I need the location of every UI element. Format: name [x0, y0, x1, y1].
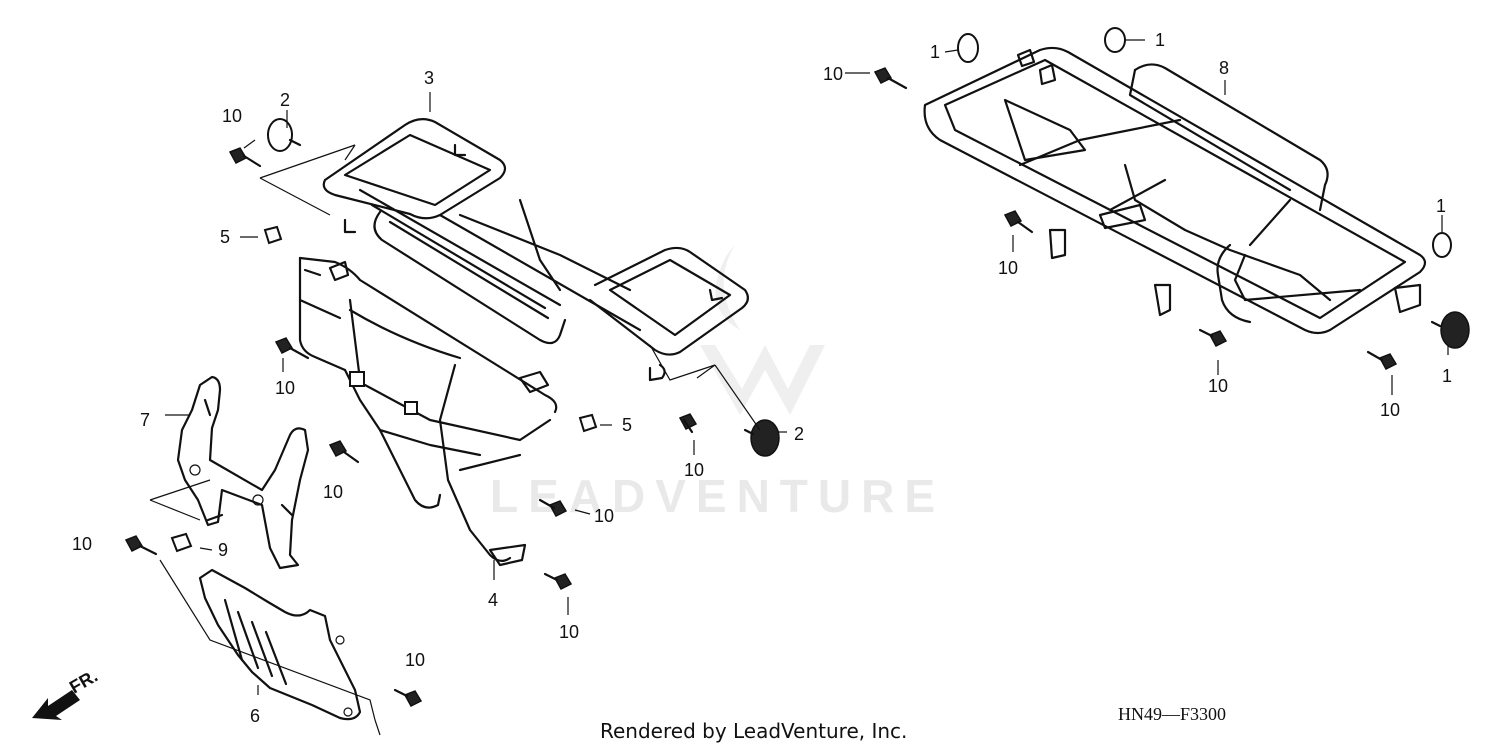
callout-10: 10 — [998, 258, 1018, 278]
reflector-icon — [743, 419, 780, 457]
callout-10: 10 — [323, 482, 343, 502]
callout-2: 2 — [280, 90, 290, 110]
rear-carrier-part-3 — [322, 118, 749, 382]
bolt-icon — [873, 67, 908, 90]
callout-10: 10 — [1380, 400, 1400, 420]
collar-icon — [170, 532, 193, 553]
bolt-icon — [538, 498, 568, 517]
bolt-icon — [1366, 350, 1398, 370]
grommet-icon — [1104, 27, 1126, 53]
skid-plate-part-6 — [198, 568, 362, 721]
callout-6: 6 — [250, 706, 260, 726]
callout-5: 5 — [622, 415, 632, 435]
callout-5: 5 — [220, 227, 230, 247]
bolt-icon — [678, 413, 698, 434]
bolt-icon — [274, 337, 310, 360]
diagram-code: HN49—F3300 — [1118, 704, 1226, 724]
callout-10: 10 — [222, 106, 242, 126]
callout-10: 10 — [594, 506, 614, 526]
bolt-icon — [543, 572, 573, 590]
callout-1: 1 — [1442, 366, 1452, 386]
front-guard-part-4 — [298, 256, 558, 567]
callout-10: 10 — [684, 460, 704, 480]
callout-8: 8 — [1219, 58, 1229, 78]
arrow-icon — [32, 690, 80, 720]
callout-2: 2 — [794, 424, 804, 444]
callout-10: 10 — [559, 622, 579, 642]
bolt-icon — [124, 535, 158, 556]
bracket-part-7 — [176, 375, 310, 570]
callout-7: 7 — [140, 410, 150, 430]
clip-icon — [263, 225, 283, 245]
reflector-icon — [1430, 311, 1470, 349]
callout-10: 10 — [275, 378, 295, 398]
callout-1: 1 — [930, 42, 940, 62]
callout-4: 4 — [488, 590, 498, 610]
fasteners — [124, 27, 1470, 707]
callout-10: 10 — [405, 650, 425, 670]
callout-3: 3 — [424, 68, 434, 88]
clip-icon — [578, 413, 598, 433]
credit-text: Rendered by LeadVenture, Inc. — [600, 719, 907, 743]
rear-carrier-part-8 — [923, 46, 1427, 335]
leader-lines — [149, 39, 1449, 736]
front-direction-indicator: FR. — [32, 666, 101, 720]
callout-9: 9 — [218, 540, 228, 560]
grommet-icon — [267, 118, 302, 152]
callout-1: 1 — [1155, 30, 1165, 50]
callout-10: 10 — [1208, 376, 1228, 396]
bolt-icon — [1003, 210, 1034, 234]
callout-1: 1 — [1436, 196, 1446, 216]
bolt-icon — [1198, 328, 1228, 347]
watermark: LEADVENTURE — [490, 245, 945, 522]
bolt-icon — [328, 440, 360, 464]
bolt-icon — [228, 147, 262, 168]
callout-10: 10 — [823, 64, 843, 84]
watermark-text: LEADVENTURE — [490, 470, 945, 522]
callout-10: 10 — [72, 534, 92, 554]
grommet-icon — [957, 33, 979, 63]
bolt-icon — [393, 688, 423, 707]
grommet-icon — [1432, 232, 1452, 258]
callout-labels: 10 2 3 5 10 7 5 2 10 10 10 10 9 4 10 10 … — [72, 30, 1452, 726]
